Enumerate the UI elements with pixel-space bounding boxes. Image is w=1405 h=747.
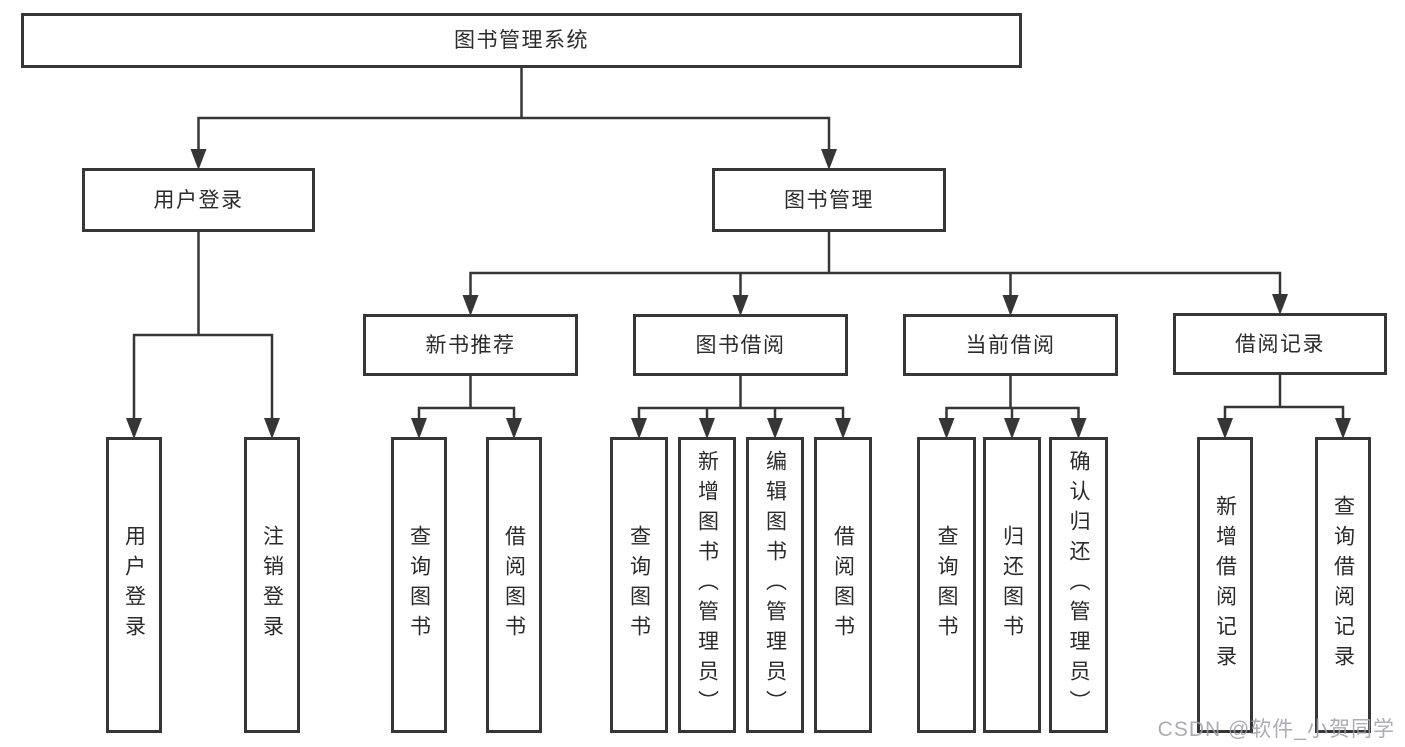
node-label: 查询图书 bbox=[935, 525, 958, 645]
node-label: 用户登录 bbox=[122, 525, 146, 645]
node-label: 查询图书 bbox=[627, 525, 651, 645]
node-login-op: 用户登录 bbox=[106, 437, 162, 733]
node-cb-return-book: 归还图书 bbox=[983, 437, 1041, 733]
node-book-mgmt: 图书管理 bbox=[712, 168, 946, 232]
arrowhead bbox=[1217, 418, 1233, 439]
connector-current-borrow bbox=[938, 374, 1087, 439]
node-label: 借阅记录 bbox=[1235, 332, 1325, 356]
arrowhead bbox=[1004, 418, 1020, 439]
node-bb-add-book: 新增图书（管理员） bbox=[678, 437, 736, 733]
node-br-query-record: 查询借阅记录 bbox=[1315, 437, 1371, 733]
node-label: 图书借阅 bbox=[695, 333, 786, 357]
watermark: CSDN @软件_小贺同学 bbox=[1157, 718, 1395, 741]
node-label: 新增图书（管理员） bbox=[695, 450, 719, 720]
arrowhead bbox=[1070, 418, 1087, 439]
node-label: 借阅图书 bbox=[831, 525, 855, 645]
node-label: 借阅图书 bbox=[502, 525, 526, 645]
node-new-book-rec: 新书推荐 bbox=[363, 314, 578, 376]
node-label: 确认归还（管理员） bbox=[1067, 450, 1090, 720]
node-label: 查询借阅记录 bbox=[1331, 495, 1355, 675]
node-label: 图书管理系统 bbox=[454, 29, 589, 52]
arrowhead bbox=[699, 418, 715, 439]
node-label: 归还图书 bbox=[1000, 525, 1024, 645]
connector-book-mgmt bbox=[462, 230, 1288, 316]
arrowhead bbox=[506, 418, 522, 439]
node-cb-query-book: 查询图书 bbox=[917, 437, 976, 733]
arrowhead bbox=[767, 418, 783, 439]
connector-borrow-records bbox=[1217, 373, 1351, 439]
node-bb-query-book: 查询图书 bbox=[610, 437, 668, 733]
arrowhead bbox=[1272, 294, 1288, 315]
node-current-borrow: 当前借阅 bbox=[903, 314, 1118, 376]
arrowhead bbox=[631, 418, 647, 439]
arrowhead bbox=[1002, 295, 1019, 316]
node-br-add-record: 新增借阅记录 bbox=[1197, 437, 1253, 733]
arrowhead bbox=[821, 149, 837, 170]
node-label: 图书管理 bbox=[784, 188, 874, 212]
node-bb-edit-book: 编辑图书（管理员） bbox=[746, 437, 804, 733]
node-label: 注销登录 bbox=[260, 525, 284, 645]
arrowhead bbox=[264, 418, 280, 439]
node-label: 当前借阅 bbox=[965, 333, 1056, 357]
node-logout-op: 注销登录 bbox=[244, 437, 300, 733]
arrowhead bbox=[126, 418, 142, 439]
arrowhead bbox=[835, 418, 851, 439]
connector-new-book-rec bbox=[411, 374, 522, 439]
arrowhead bbox=[462, 295, 479, 316]
connector-root bbox=[190, 66, 837, 170]
connector-book-borrow bbox=[631, 374, 851, 439]
node-rec-query-book: 查询图书 bbox=[391, 437, 447, 733]
node-label: 查询图书 bbox=[407, 525, 431, 645]
node-label: 用户登录 bbox=[153, 188, 244, 212]
arrowhead bbox=[732, 295, 749, 316]
node-root: 图书管理系统 bbox=[21, 13, 1022, 68]
node-borrow-records: 借阅记录 bbox=[1173, 313, 1387, 375]
node-rec-borrow-book: 借阅图书 bbox=[486, 437, 542, 733]
node-user-login: 用户登录 bbox=[82, 168, 315, 232]
arrowhead bbox=[190, 149, 207, 170]
node-label: 新增借阅记录 bbox=[1213, 495, 1237, 675]
node-book-borrow: 图书借阅 bbox=[633, 314, 848, 376]
node-label: 编辑图书（管理员） bbox=[763, 450, 787, 720]
connector-user-login bbox=[126, 230, 280, 439]
node-bb-borrow-book: 借阅图书 bbox=[814, 437, 872, 733]
arrowhead bbox=[1335, 418, 1351, 439]
arrowhead bbox=[938, 418, 955, 439]
arrowhead bbox=[411, 418, 427, 439]
node-cb-confirm-return: 确认归还（管理员） bbox=[1049, 437, 1108, 733]
node-label: 新书推荐 bbox=[425, 333, 516, 357]
